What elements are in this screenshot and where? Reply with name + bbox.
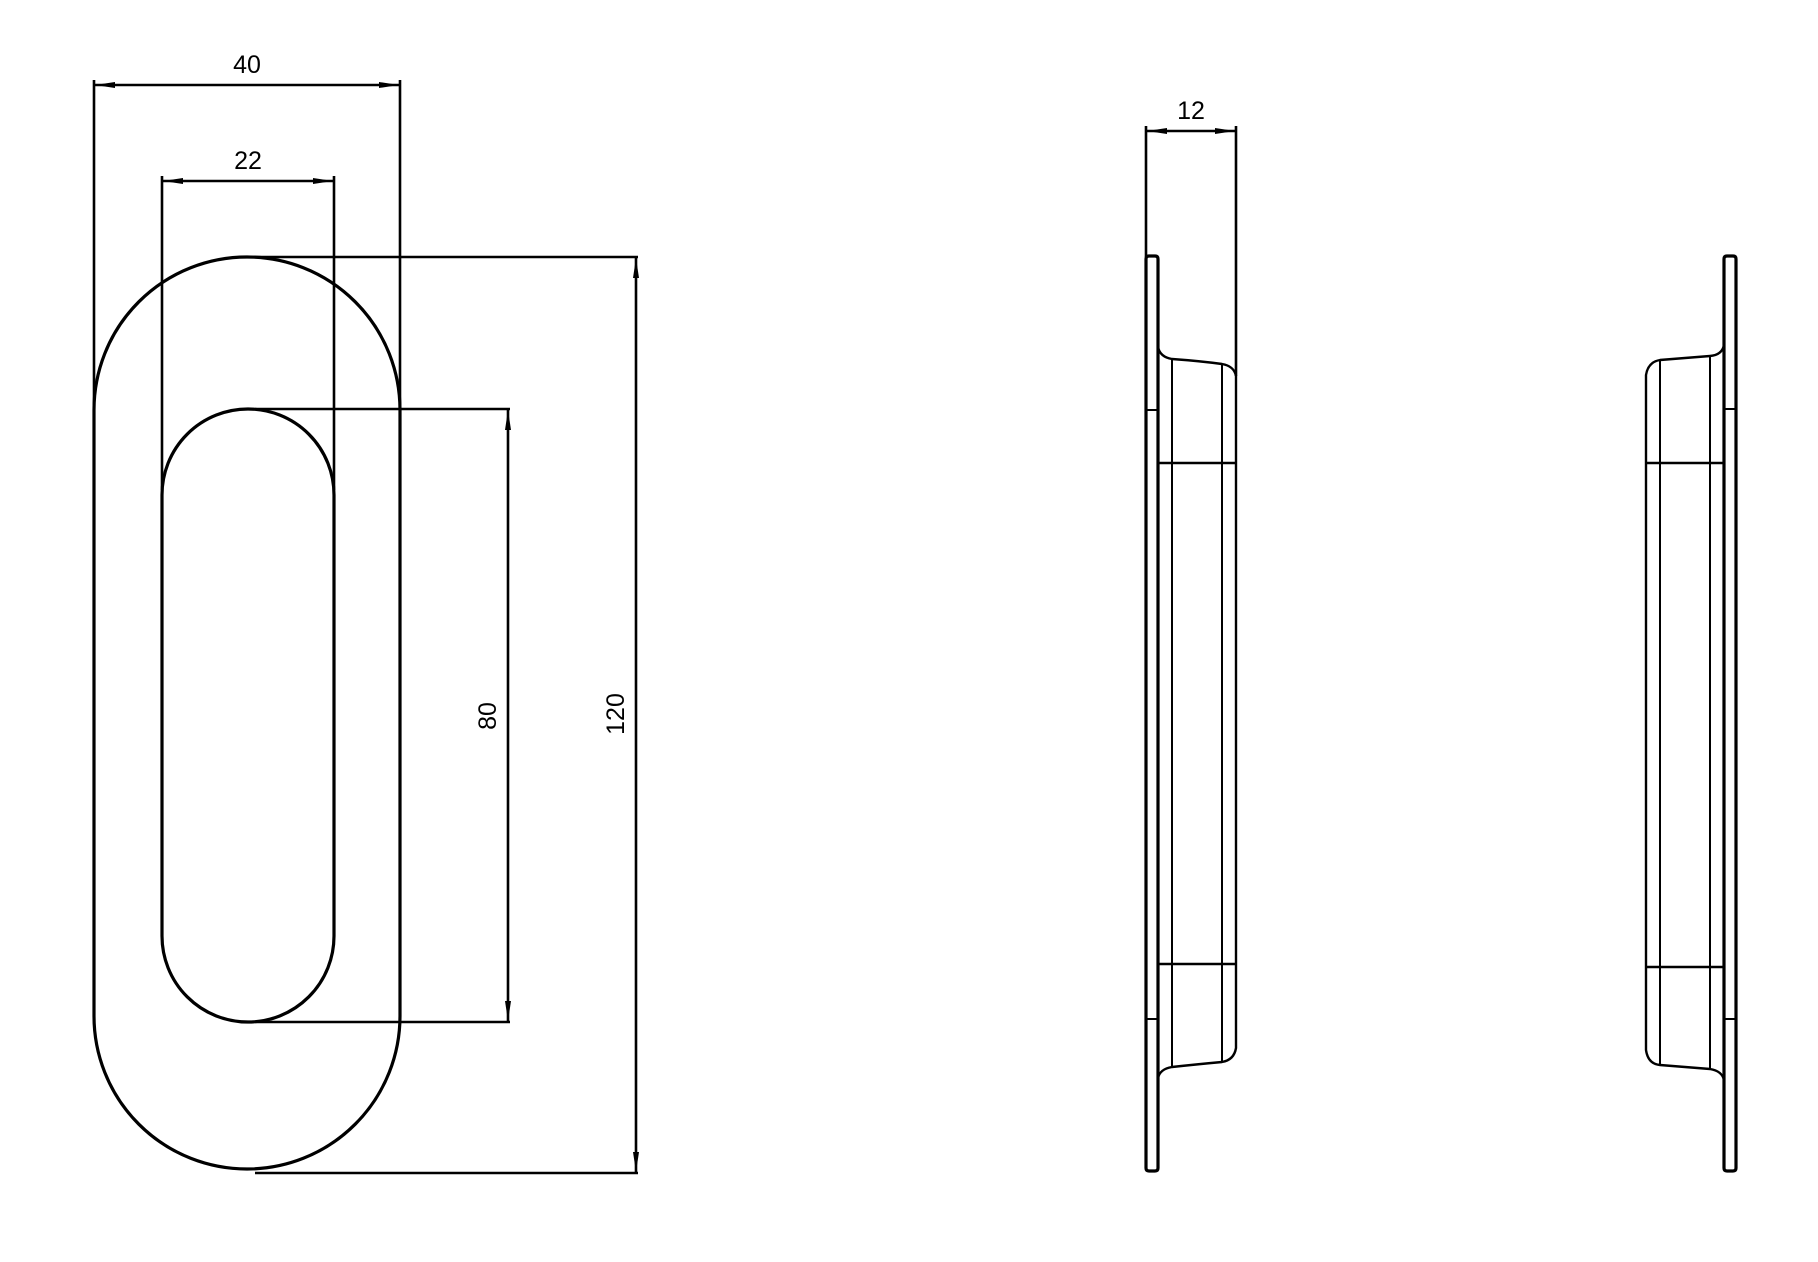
arrowhead-icon: [633, 258, 639, 278]
recess-body-outline: [1156, 346, 1238, 1079]
dimension-label-12: 12: [1177, 97, 1205, 125]
dimension-overall-length: 120: [250, 255, 639, 1175]
dimension-outer-width: 40: [92, 51, 402, 405]
dimension-label-40: 40: [233, 51, 261, 79]
mounting-plate: [1722, 254, 1738, 1173]
dimension-depth: 12: [1144, 97, 1238, 376]
arrowhead-icon: [163, 178, 183, 184]
arrowhead-icon: [505, 1001, 511, 1021]
arrowhead-icon: [1215, 128, 1235, 134]
arrowhead-icon: [1147, 128, 1167, 134]
arrowhead-icon: [505, 410, 511, 430]
outer-oval-outline: [92, 255, 402, 1171]
recess-body-outline: [1644, 344, 1726, 1081]
inner-recess-outline: [160, 407, 336, 1024]
dimension-inner-length: 80: [255, 407, 511, 1024]
side-view-right: [1644, 254, 1738, 1173]
arrowhead-icon: [95, 82, 115, 88]
front-view: [92, 255, 402, 1171]
arrowhead-icon: [633, 1152, 639, 1172]
side-view-left: [1144, 254, 1238, 1173]
dimension-label-22: 22: [234, 147, 262, 175]
dimension-label-120: 120: [602, 693, 630, 735]
arrowhead-icon: [313, 178, 333, 184]
dimension-inner-width: 22: [160, 147, 336, 490]
arrowhead-icon: [379, 82, 399, 88]
dimension-label-80: 80: [474, 702, 502, 730]
mounting-plate: [1144, 254, 1160, 1173]
